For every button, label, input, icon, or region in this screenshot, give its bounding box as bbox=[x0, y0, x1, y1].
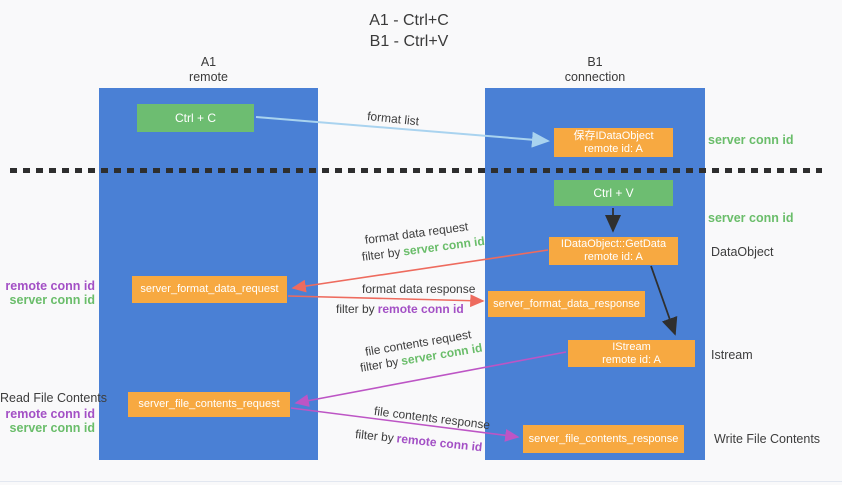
lifeline-b1-header: B1 connection bbox=[485, 55, 705, 85]
server-conn-id-label-file: server conn id bbox=[9, 421, 95, 435]
save-idataobject-subtitle: remote id: A bbox=[584, 142, 643, 155]
format-data-request-arrow bbox=[291, 249, 549, 293]
istream-title: IStream bbox=[612, 340, 651, 353]
getdata-title: IDataObject::GetData bbox=[560, 238, 667, 250]
diagram-title-line2: B1 - Ctrl+V bbox=[369, 33, 449, 50]
getdata-node: IDataObject::GetData remote id: A bbox=[549, 237, 678, 265]
remote-conn-id-label-format: remote conn id bbox=[5, 279, 95, 293]
format-data-response-arrow bbox=[287, 294, 485, 308]
server-file-contents-request-label: server_file_contents_request bbox=[138, 398, 280, 410]
format-data-response-label: format data response bbox=[362, 282, 476, 296]
getdata-to-istream-arrow bbox=[650, 265, 678, 336]
diagram-title: A1 - Ctrl+C B1 - Ctrl+V bbox=[0, 10, 818, 52]
getdata-subtitle: remote id: A bbox=[584, 251, 643, 263]
save-idataobject-title: 保存IDataObject bbox=[573, 129, 654, 142]
server-format-data-response-label: server_format_data_response bbox=[493, 297, 640, 310]
file-request-conn-ids: remote conn id server conn id bbox=[0, 407, 95, 435]
istream-node: IStream remote id: A bbox=[568, 340, 695, 367]
lifeline-a1-header: A1 remote bbox=[99, 55, 318, 85]
ctrl-c-label: Ctrl + C bbox=[174, 110, 216, 125]
server-format-data-request-label: server_format_data_request bbox=[140, 283, 279, 295]
write-file-contents-label: Write File Contents bbox=[714, 432, 821, 446]
server-file-contents-response-label: server_file_contents_response bbox=[528, 432, 679, 445]
lifeline-a1-name: A1 bbox=[200, 55, 217, 69]
istream-side-label: Istream bbox=[711, 348, 753, 362]
remote-conn-id-text: remote conn id bbox=[377, 302, 464, 316]
file-contents-response-arrow bbox=[290, 407, 520, 442]
server-conn-id-label-mid: server conn id bbox=[708, 211, 794, 225]
filter-by-text: filter by bbox=[336, 302, 375, 316]
server-format-data-request-node: server_format_data_request bbox=[132, 276, 287, 303]
file-contents-request-arrow bbox=[294, 351, 567, 407]
ctrl-v-node: Ctrl + V bbox=[554, 180, 673, 206]
server-conn-id-label-format: server conn id bbox=[9, 293, 95, 307]
format-list-arrow bbox=[255, 116, 550, 148]
server-file-contents-response-node: server_file_contents_response bbox=[523, 425, 684, 453]
diagram-title-line1: A1 - Ctrl+C bbox=[369, 12, 449, 29]
clipboard-boundary-divider bbox=[10, 168, 822, 173]
lifeline-a1-role: remote bbox=[189, 70, 228, 84]
format-request-conn-ids: remote conn id server conn id bbox=[0, 279, 95, 307]
save-idataobject-node: 保存IDataObject remote id: A bbox=[554, 128, 673, 157]
remote-conn-id-label-file: remote conn id bbox=[5, 407, 95, 421]
istream-subtitle: remote id: A bbox=[602, 353, 661, 366]
bottom-edge-line bbox=[0, 481, 842, 482]
server-file-contents-request-node: server_file_contents_request bbox=[128, 392, 290, 417]
ctrl-c-node: Ctrl + C bbox=[137, 104, 254, 132]
read-file-contents-label: Read File Contents bbox=[0, 391, 108, 405]
server-conn-id-label-top: server conn id bbox=[708, 133, 794, 147]
server-format-data-response-node: server_format_data_response bbox=[488, 291, 645, 317]
dataobject-label: DataObject bbox=[711, 245, 774, 259]
lifeline-b1-role: connection bbox=[564, 70, 626, 84]
lifeline-b1-name: B1 bbox=[587, 55, 603, 69]
ctrl-v-label: Ctrl + V bbox=[593, 185, 634, 200]
